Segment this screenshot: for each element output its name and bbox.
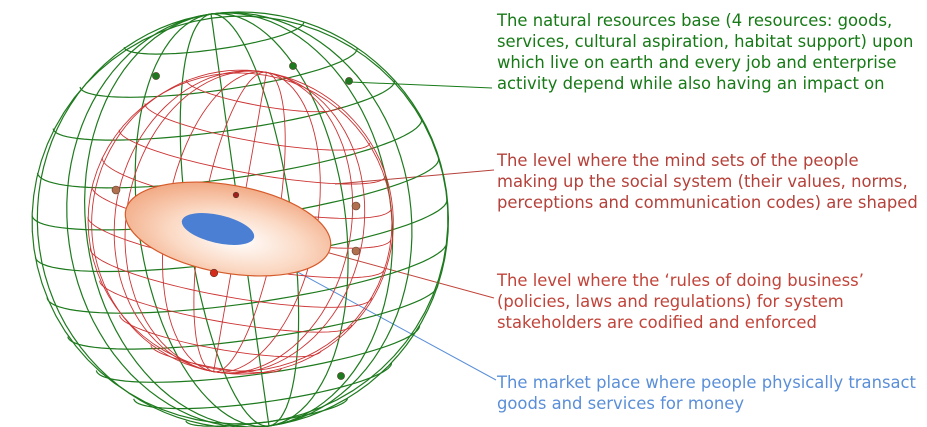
outer-sphere-parallel <box>46 241 448 314</box>
brown-dot <box>351 201 361 211</box>
outer-sphere-meridian <box>211 11 450 427</box>
node-dots <box>111 62 361 380</box>
leader-resources <box>349 81 493 89</box>
outer-sphere-meridian <box>66 13 269 427</box>
inner-sphere-meridian <box>113 70 267 373</box>
green-dot <box>152 72 160 80</box>
outer-sphere-meridian <box>211 12 349 427</box>
green-dot <box>289 62 297 70</box>
brown-dot <box>111 185 121 195</box>
outer-sphere-meridian <box>36 13 269 427</box>
inner-sphere-parallel <box>144 103 371 151</box>
inner-sphere-meridian <box>213 71 394 375</box>
inner-sphere-outline <box>87 72 393 372</box>
outer-sphere-meridian <box>211 12 413 427</box>
inner-sphere-meridian <box>213 71 366 374</box>
red-dot <box>209 268 219 278</box>
rules-level-label: The level where the ‘rules of doing busi… <box>497 271 864 332</box>
inner-sphere-parallel <box>185 79 340 113</box>
inner-sphere-meridian <box>91 69 267 373</box>
red-dot <box>232 191 240 199</box>
green-dot <box>337 372 345 380</box>
brown-dot <box>351 246 361 256</box>
market-place-label: The market place where people physically… <box>497 373 916 413</box>
outer-sphere-parallel <box>52 80 395 141</box>
inner-sphere-parallel <box>150 345 282 373</box>
inner-sphere-parallel <box>99 280 353 333</box>
leader-mindsets <box>334 169 495 185</box>
inner-sphere-parallel <box>119 315 322 358</box>
outer-sphere-parallel <box>123 22 305 55</box>
market-place-disc <box>181 213 255 245</box>
outer-sphere-parallel <box>133 362 393 410</box>
outer-sphere-parallel <box>36 118 423 189</box>
outer-sphere-parallel <box>95 324 421 383</box>
outer-sphere-parallel <box>185 398 348 427</box>
outer-sphere-parallel <box>67 284 439 350</box>
green-dot <box>345 77 353 85</box>
mindsets-level-label: The level where the mind sets of the peo… <box>497 151 918 212</box>
inner-sphere-parallel <box>118 129 386 185</box>
inner-sphere-meridian <box>213 71 354 374</box>
inner-sphere-meridian <box>124 70 267 373</box>
natural-resources-label: The natural resources base (4 resources:… <box>497 11 914 93</box>
outer-sphere-outline <box>31 15 449 425</box>
inner-sphere-parallel <box>89 248 373 308</box>
